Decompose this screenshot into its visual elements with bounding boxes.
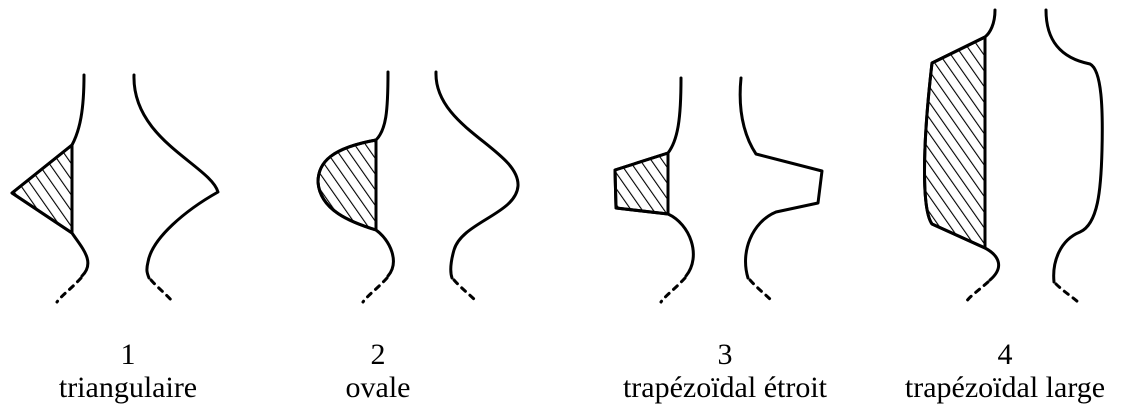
profile-3-label: trapézoïdal étroit [565,371,885,404]
profile-3-number: 3 [565,338,885,371]
profile-4-left-break [966,282,988,302]
profile-3-left-break [661,278,685,302]
profile-1-section [12,145,72,233]
profile-3-caption: 3 trapézoïdal étroit [565,338,885,404]
profile-1-number: 1 [18,338,238,371]
profile-1-label: triangulaire [18,371,238,404]
profile-2-right-break [454,280,476,301]
profile-2-caption: 2 ovale [268,338,488,404]
profile-2-oval [318,72,518,302]
profile-3-right-outline [740,78,822,278]
profile-4-label: trapézoïdal large [875,371,1135,404]
profile-1-right-outline [134,75,218,278]
profile-4-caption: 4 trapézoïdal large [875,338,1135,404]
profile-2-right-outline [436,72,518,278]
profile-3-right-break [750,280,772,301]
profile-3-narrow-trapezoid [615,78,822,302]
profile-2-label: ovale [268,371,488,404]
profile-2-number: 2 [268,338,488,371]
profile-2-left-break [363,278,387,302]
profile-1-caption: 1 triangulaire [18,338,238,404]
profile-1-right-break [151,280,172,301]
profile-4-right-outline [1046,10,1102,282]
profile-1-triangular [12,75,218,302]
profile-2-section [318,140,376,230]
profile-4-wide-trapezoid [925,10,1103,302]
profile-1-left-break [57,278,81,302]
profile-4-right-break [1056,284,1078,302]
profile-4-section [925,37,986,248]
profile-4-number: 4 [875,338,1135,371]
